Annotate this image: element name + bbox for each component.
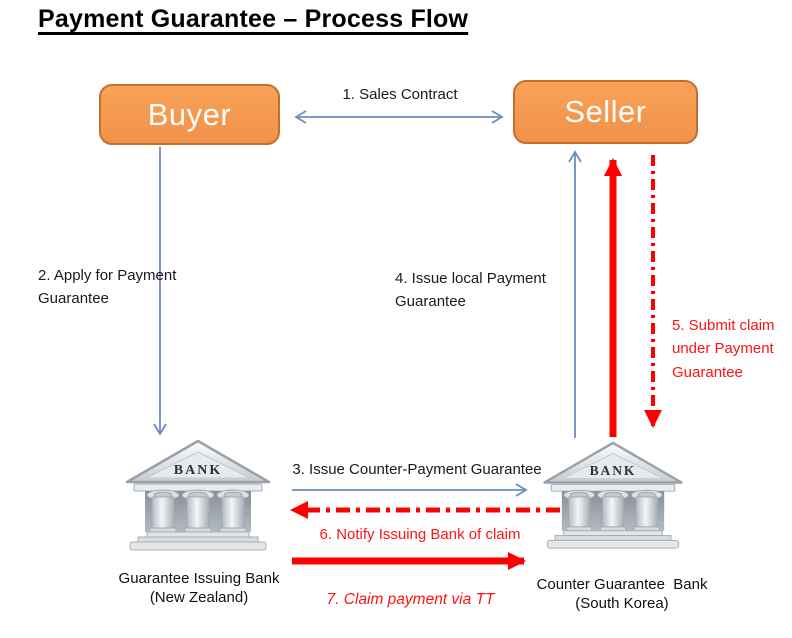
label-step2: 2. Apply for Payment Guarantee bbox=[38, 267, 177, 308]
seller-label: Seller bbox=[564, 94, 647, 129]
counter-bank-caption: Counter Guarantee Bank (South Korea) bbox=[522, 575, 722, 613]
buyer-label: Buyer bbox=[147, 96, 232, 132]
issuing-bank-icon bbox=[123, 438, 273, 554]
label-step6: 6. Notify Issuing Bank of claim bbox=[319, 526, 521, 543]
label-step7: 7. Claim payment via TT bbox=[326, 591, 495, 608]
label-step5: 5. Submit claim under Payment Guarantee bbox=[672, 317, 775, 381]
label-step1: 1. Sales Contract bbox=[342, 86, 458, 103]
counter-bank-location: (South Korea) bbox=[575, 595, 669, 612]
buyer-node: Buyer bbox=[99, 84, 280, 145]
page-title: Payment Guarantee – Process Flow bbox=[38, 5, 469, 33]
issuing-bank-name: Guarantee Issuing Bank bbox=[118, 570, 280, 587]
issuing-bank-location: (New Zealand) bbox=[149, 589, 249, 606]
counter-bank-icon bbox=[540, 440, 686, 552]
label-step4: 4. Issue local Payment Guarantee bbox=[395, 270, 546, 311]
counter-bank-name: Counter Guarantee Bank bbox=[536, 576, 708, 593]
label-step3: 3. Issue Counter-Payment Guarantee bbox=[292, 461, 542, 478]
seller-node: Seller bbox=[513, 80, 698, 144]
issuing-bank-caption: Guarantee Issuing Bank (New Zealand) bbox=[100, 569, 298, 607]
